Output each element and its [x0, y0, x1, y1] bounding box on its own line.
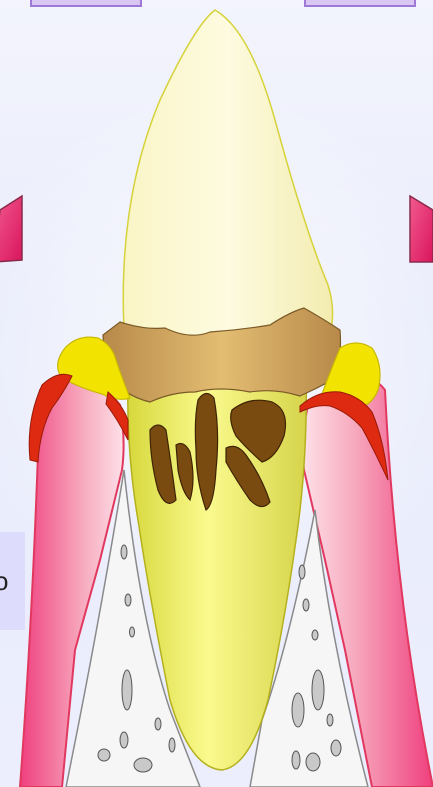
tooth-crown [123, 10, 332, 340]
left-arrow [0, 196, 22, 262]
right-arrow [410, 196, 433, 262]
